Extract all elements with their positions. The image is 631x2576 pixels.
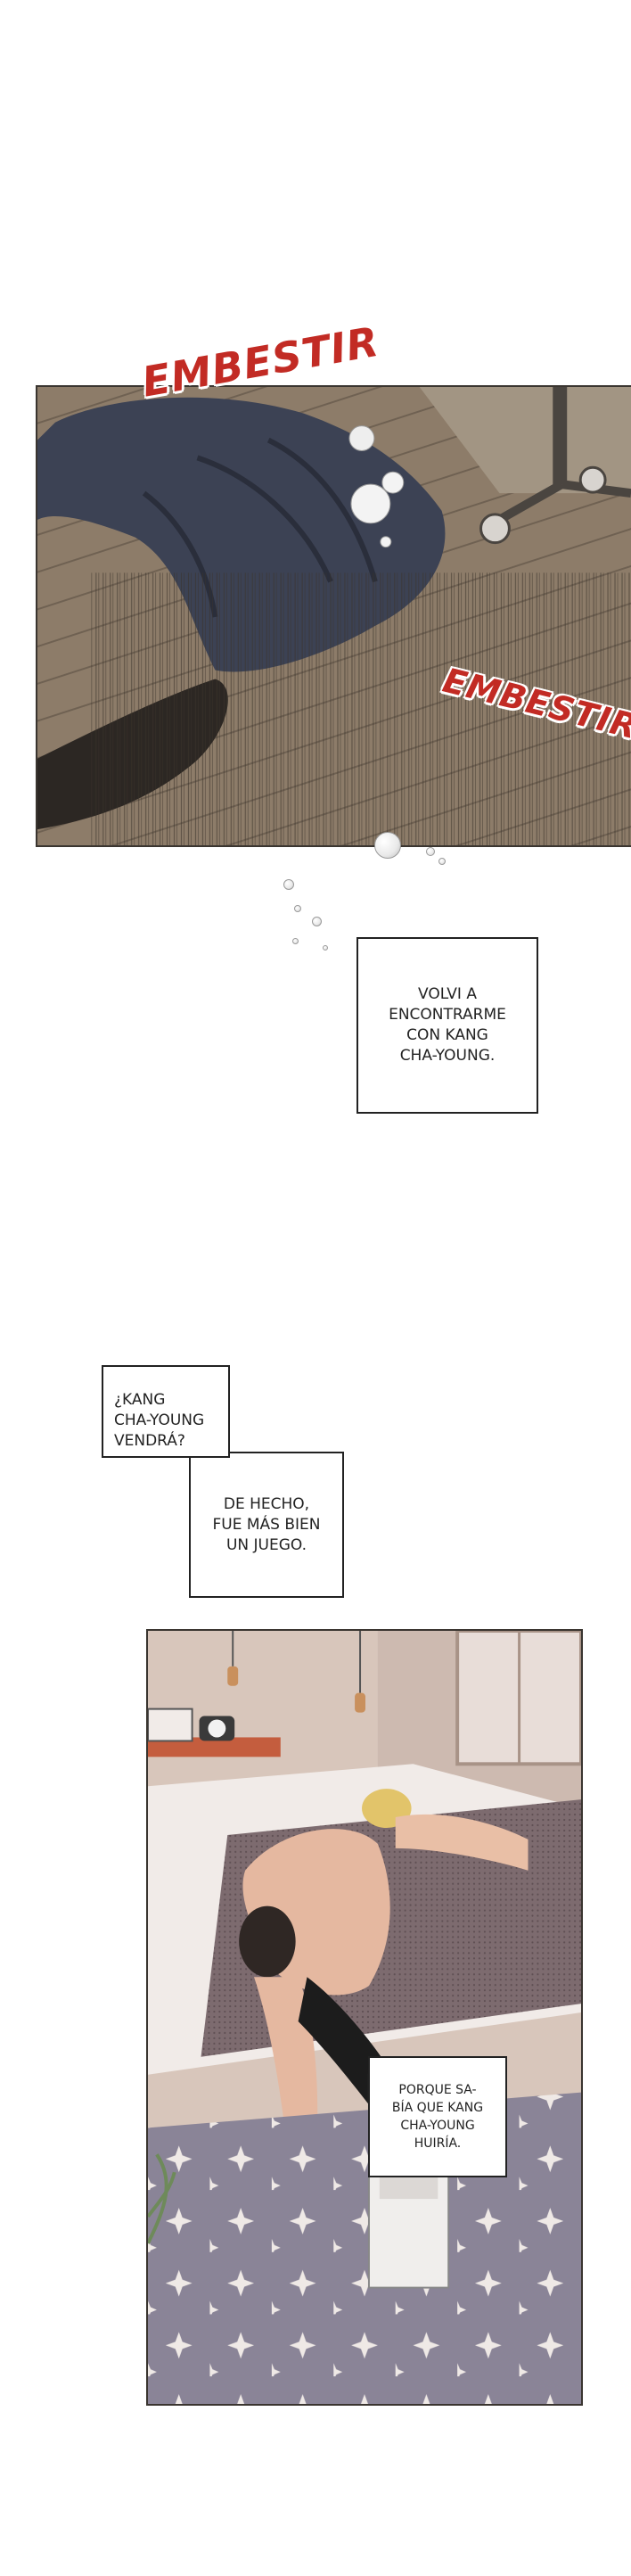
floor-illustration — [37, 387, 631, 845]
chair-base — [479, 387, 631, 545]
caption-text: ¿KANG CHA-YOUNG VENDRÁ? — [114, 1391, 205, 1450]
caption-reencounter: VOLVI A ENCONTRARME CON KANG CHA-YOUNG. — [356, 937, 538, 1114]
panel-clothes-on-floor — [36, 385, 631, 847]
bubble — [294, 905, 301, 912]
caption-flee: PORQUE SA- BÍA QUE KANG CHA-YOUNG HUIRÍA… — [368, 2056, 507, 2177]
panel-bedroom — [146, 1629, 583, 2406]
caption-text: PORQUE SA- BÍA QUE KANG CHA-YOUNG HUIRÍA… — [391, 2083, 484, 2151]
bubble — [292, 938, 299, 944]
caption-text: VOLVI A ENCONTRARME CON KANG CHA-YOUNG. — [389, 985, 506, 1065]
window — [455, 1631, 581, 1766]
bubble — [438, 858, 446, 865]
caption-question: ¿KANG CHA-YOUNG VENDRÁ? — [102, 1365, 230, 1458]
caption-game: DE HECHO, FUE MÁS BIEN UN JUEGO. — [189, 1452, 344, 1598]
bubble — [374, 832, 401, 859]
bedroom-illustration — [148, 1631, 581, 2404]
figures — [239, 1789, 529, 2219]
alarm-clock — [199, 1716, 235, 1741]
bubble — [323, 945, 328, 951]
bubble — [426, 847, 435, 856]
bubble — [312, 917, 322, 926]
bubble — [283, 879, 294, 890]
caption-text: DE HECHO, FUE MÁS BIEN UN JUEGO. — [212, 1494, 321, 1554]
